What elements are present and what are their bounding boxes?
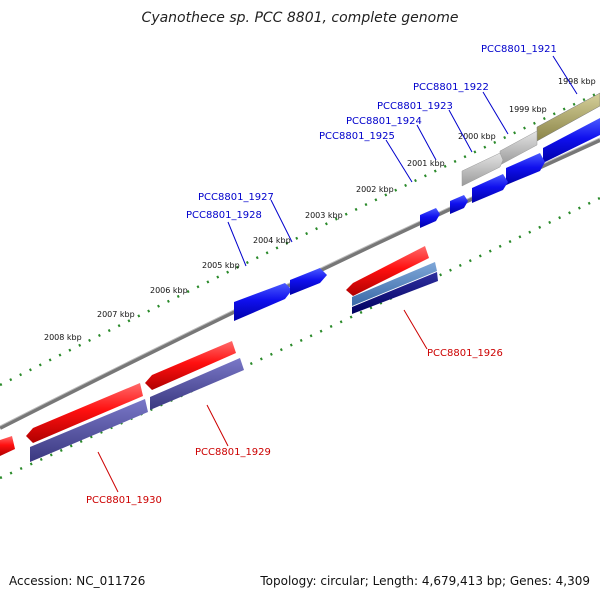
- scale-label-2001: 2001 kbp: [407, 159, 445, 168]
- scale-label-2008: 2008 kbp: [44, 333, 82, 342]
- gene-feature-1923[interactable]: [461, 152, 504, 187]
- gene-feature-1921a[interactable]: [543, 118, 600, 163]
- gene-feature-1925[interactable]: [420, 208, 440, 228]
- gene-label-1925[interactable]: PCC8801_1925: [319, 131, 395, 142]
- gene-feature-1928[interactable]: [234, 283, 292, 321]
- gene-label-1923[interactable]: PCC8801_1923: [377, 101, 453, 112]
- gene-labels: PCC8801_1921 PCC8801_1922 PCC8801_1923 P…: [86, 44, 578, 506]
- gene-label-1927[interactable]: PCC8801_1927: [198, 192, 274, 203]
- scale-label-2006: 2006 kbp: [150, 286, 188, 295]
- scale-label-1999: 1999 kbp: [509, 105, 547, 114]
- scale-label-1998: 1998 kbp: [558, 77, 596, 86]
- genome-info-text: Topology: circular; Length: 4,679,413 bp…: [260, 574, 590, 588]
- reverse-strand-features: [30, 262, 438, 462]
- gene-feature-1921c[interactable]: [472, 174, 508, 203]
- genome-title: Cyanothece sp. PCC 8801, complete genome: [141, 10, 459, 26]
- gene-label-1930[interactable]: PCC8801_1930: [86, 495, 162, 506]
- gene-label-1924[interactable]: PCC8801_1924: [346, 116, 422, 127]
- outer-scale-track: [0, 90, 600, 387]
- gene-feature-purple-1930[interactable]: [30, 399, 148, 462]
- inner-scale-track: [0, 196, 600, 480]
- scale-label-2005: 2005 kbp: [202, 261, 240, 270]
- scale-label-2002: 2002 kbp: [356, 185, 394, 194]
- gene-feature-1924[interactable]: [450, 195, 468, 214]
- gene-feature-red-left[interactable]: [0, 436, 15, 456]
- gene-feature-1927[interactable]: [290, 268, 327, 295]
- forward-strand-features: [0, 92, 600, 456]
- scale-label-2000: 2000 kbp: [458, 132, 496, 141]
- scale-label-2003: 2003 kbp: [305, 211, 343, 220]
- gene-feature-purple-1929[interactable]: [150, 358, 244, 410]
- gene-label-1929[interactable]: PCC8801_1929: [195, 447, 271, 458]
- gene-feature-navy[interactable]: [352, 272, 438, 314]
- scale-label-2004: 2004 kbp: [253, 236, 291, 245]
- gene-feature-1929[interactable]: [145, 341, 236, 390]
- scale-labels: 1998 kbp 1999 kbp 2000 kbp 2001 kbp 2002…: [44, 77, 596, 342]
- accession-text: Accession: NC_011726: [9, 574, 146, 588]
- gene-label-1928[interactable]: PCC8801_1928: [186, 210, 262, 221]
- gene-feature-1926[interactable]: [346, 246, 429, 296]
- gene-label-1922[interactable]: PCC8801_1922: [413, 82, 489, 93]
- gene-feature-1921b[interactable]: [506, 153, 545, 185]
- gene-feature-steel[interactable]: [352, 262, 437, 306]
- gene-label-1926[interactable]: PCC8801_1926: [427, 348, 503, 359]
- gene-feature-1930[interactable]: [26, 383, 143, 443]
- scale-label-2007: 2007 kbp: [97, 310, 135, 319]
- gene-label-1921[interactable]: PCC8801_1921: [481, 44, 557, 55]
